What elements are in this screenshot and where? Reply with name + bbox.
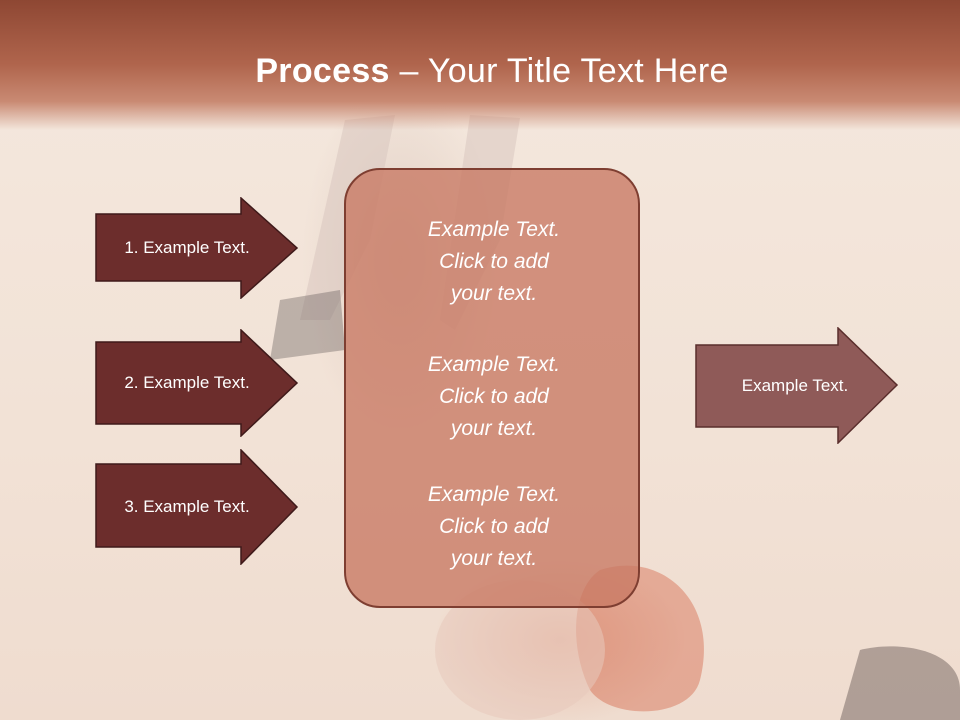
arrow-polygon-3 [95, 449, 299, 565]
stocking-band [270, 290, 345, 360]
panel-block-1: Example Text. Click to add your text. [346, 214, 642, 310]
arrow-shape-2 [95, 329, 299, 437]
left-arrow-1[interactable]: 1. Example Text. [95, 197, 299, 299]
title-bar [0, 0, 960, 130]
right-arrow-polygon [695, 327, 899, 444]
slide-title[interactable]: Process – Your Title Text Here [0, 52, 960, 91]
left-arrow-label-3: 3. Example Text. [124, 497, 250, 516]
panel-line: Click to add [439, 515, 549, 538]
panel-line: Example Text. [427, 353, 561, 376]
panel-line: your text. [450, 282, 538, 305]
left-arrow-label-1: 1. Example Text. [124, 238, 250, 257]
panel-line: Click to add [439, 250, 549, 273]
left-arrow-label-2: 2. Example Text. [124, 373, 250, 392]
left-arrow-3[interactable]: 3. Example Text. [95, 449, 299, 565]
arrow-polygon-1 [95, 197, 299, 299]
panel-block-2: Example Text. Click to add your text. [346, 349, 642, 445]
panel-line: your text. [450, 547, 538, 570]
face-shape [435, 580, 605, 720]
title-bold: Process [255, 52, 390, 90]
center-panel[interactable]: Example Text. Click to add your text. Ex… [344, 168, 640, 608]
title-rest: – Your Title Text Here [389, 52, 729, 90]
panel-line: Example Text. [427, 218, 561, 241]
right-arrow-label: Example Text. [741, 375, 849, 395]
panel-block-3: Example Text. Click to add your text. [346, 479, 642, 575]
right-arrow-shape [695, 327, 899, 444]
panel-line: Example Text. [427, 483, 561, 506]
left-arrow-2[interactable]: 2. Example Text. [95, 329, 299, 437]
arrow-shape-1 [95, 197, 299, 299]
shadow-shape [840, 646, 960, 720]
panel-line: Click to add [439, 385, 549, 408]
arrow-polygon-2 [95, 329, 299, 437]
panel-line: your text. [450, 417, 538, 440]
right-arrow[interactable]: Example Text. [695, 327, 899, 444]
arrow-shape-3 [95, 449, 299, 565]
